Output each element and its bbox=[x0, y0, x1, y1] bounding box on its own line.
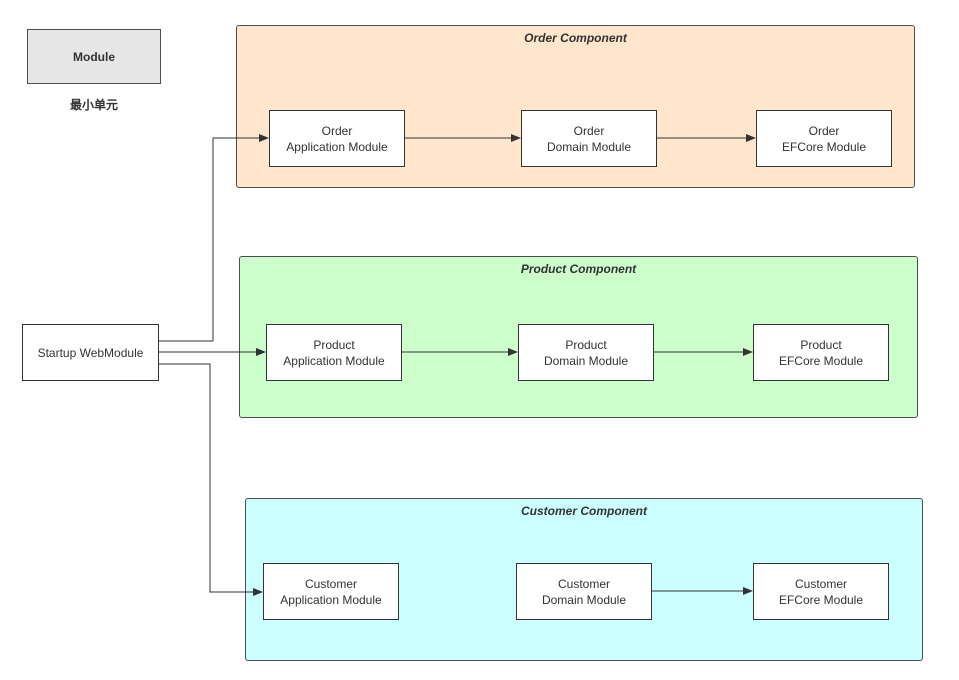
customer-efcore-module: Customer EFCore Module bbox=[753, 563, 889, 620]
legend-module-label: Module bbox=[73, 49, 115, 64]
module-line1: Customer bbox=[304, 576, 357, 591]
startup-webmodule-node: Startup WebModule bbox=[22, 324, 159, 381]
module-line2: EFCore Module bbox=[781, 139, 867, 154]
order-component-title: Order Component bbox=[524, 31, 627, 45]
customer-application-module: Customer Application Module bbox=[263, 563, 399, 620]
module-line1: Order bbox=[808, 123, 840, 138]
module-line1: Product bbox=[313, 337, 355, 352]
order-domain-module: Order Domain Module bbox=[521, 110, 657, 167]
order-application-module: Order Application Module bbox=[269, 110, 405, 167]
module-line1: Product bbox=[800, 337, 842, 352]
product-efcore-module: Product EFCore Module bbox=[753, 324, 889, 381]
module-line2: Domain Module bbox=[546, 139, 632, 154]
legend-caption: 最小单元 bbox=[69, 98, 118, 112]
product-domain-module: Product Domain Module bbox=[518, 324, 654, 381]
module-line1: Customer bbox=[557, 576, 610, 591]
product-component-title: Product Component bbox=[520, 262, 637, 276]
module-line1: Customer bbox=[794, 576, 847, 591]
module-line1: Product bbox=[565, 337, 607, 352]
module-line2: Domain Module bbox=[541, 592, 627, 607]
module-line2: Application Module bbox=[286, 139, 388, 154]
module-line1: Order bbox=[321, 123, 353, 138]
customer-domain-module: Customer Domain Module bbox=[516, 563, 652, 620]
module-line2: Application Module bbox=[280, 592, 382, 607]
order-efcore-module: Order EFCore Module bbox=[756, 110, 892, 167]
module-line2: EFCore Module bbox=[778, 592, 864, 607]
product-application-module: Product Application Module bbox=[266, 324, 402, 381]
module-line1: Order bbox=[573, 123, 605, 138]
startup-webmodule-label: Startup WebModule bbox=[37, 345, 144, 360]
module-line2: Domain Module bbox=[543, 353, 629, 368]
edge-startup-to-order-app bbox=[158, 134, 269, 342]
edge-startup-to-customer-app bbox=[158, 363, 263, 596]
legend-module-box: Module bbox=[27, 29, 161, 84]
customer-component-title: Customer Component bbox=[521, 504, 647, 518]
module-line2: Application Module bbox=[283, 353, 385, 368]
module-line2: EFCore Module bbox=[778, 353, 864, 368]
